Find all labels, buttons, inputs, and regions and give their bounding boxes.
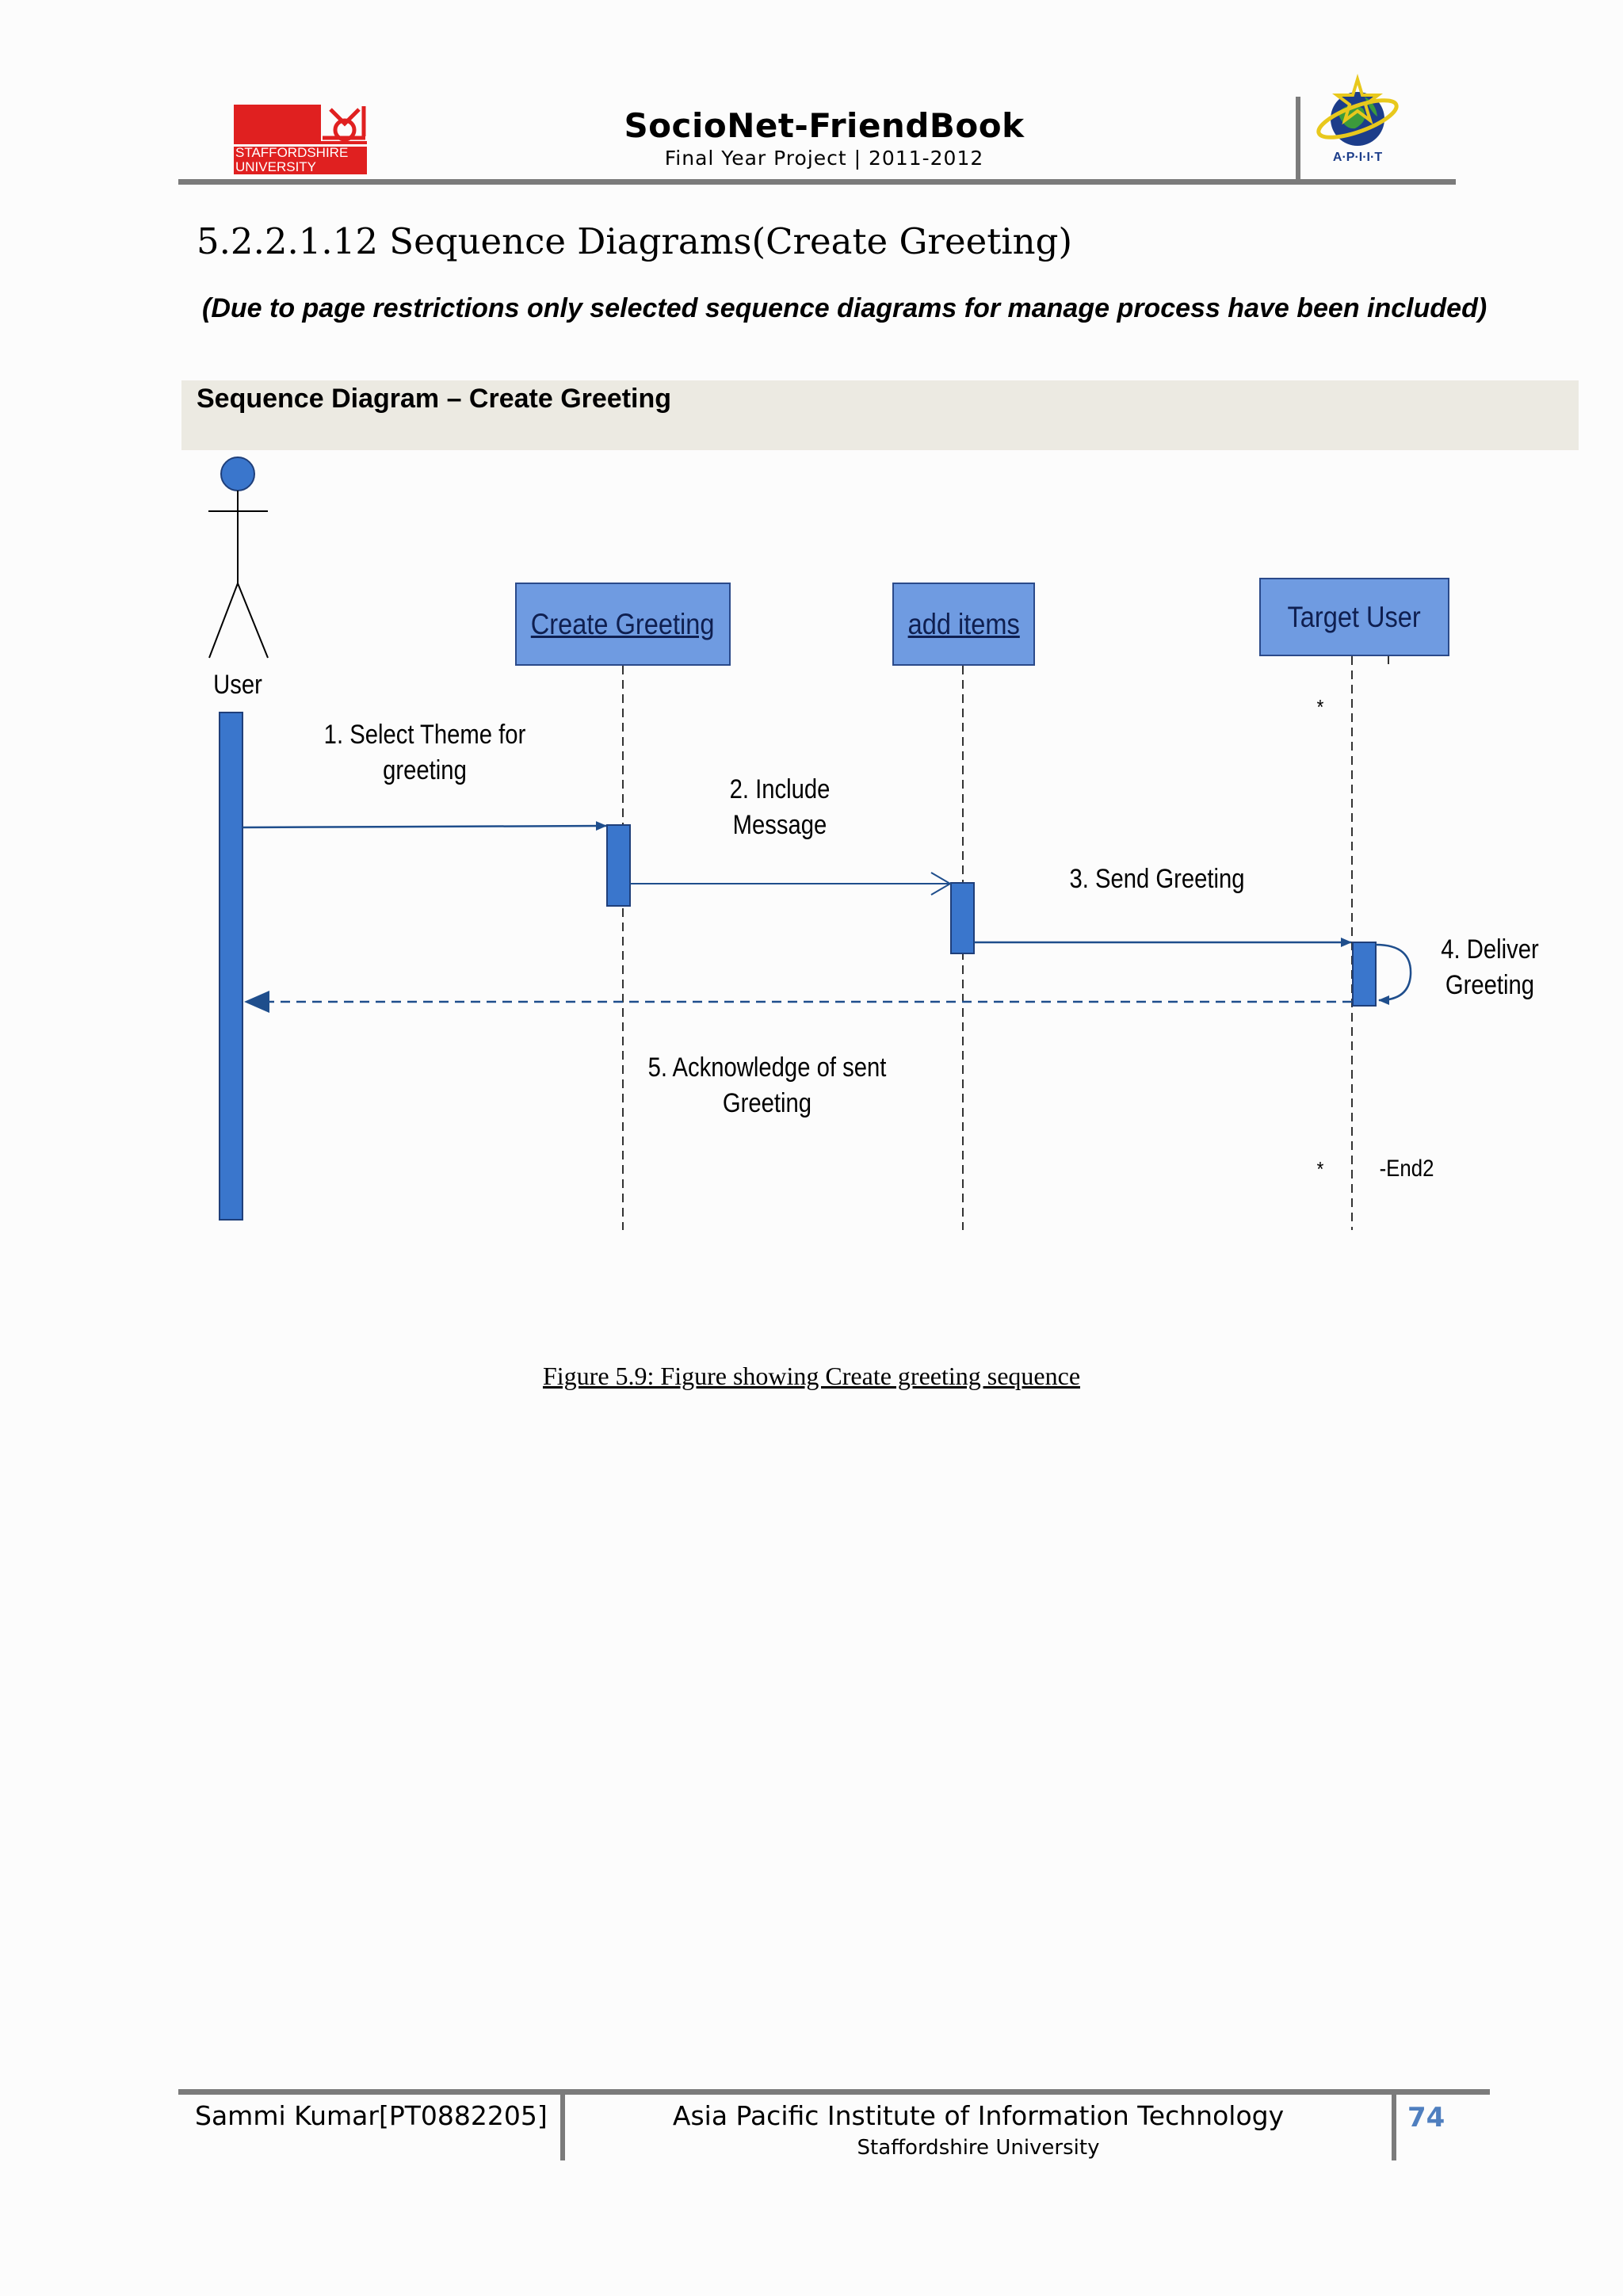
add-items-activation <box>950 882 975 954</box>
apiit-logo: A·P·I·I·T <box>1306 73 1409 176</box>
create-greeting-activation <box>606 824 631 907</box>
lifeline-label: add items <box>907 607 1020 640</box>
footer-divider-left <box>560 2089 565 2160</box>
page-number: 74 <box>1407 2102 1445 2134</box>
add-items-lifeline-box: add items <box>892 583 1035 666</box>
message-3-label: 3. Send Greeting <box>1069 864 1245 894</box>
header-rule <box>178 179 1456 185</box>
staffordshire-logo: STAFFORDSHIRE UNIVERSITY <box>234 105 367 174</box>
end-label: -End2 <box>1379 1156 1434 1182</box>
lifeline-label: Target User <box>1287 600 1422 633</box>
message-1-arrow <box>242 821 607 831</box>
sequence-diagram <box>208 457 1412 1230</box>
message-1-label-line2: greeting <box>383 755 467 785</box>
multiplicity-top: * <box>1316 695 1324 719</box>
target-user-lifeline-box: Target User <box>1259 578 1449 656</box>
message-4-label-line2: Greeting <box>1445 970 1535 1000</box>
header-subtitle: Final Year Project | 2011-2012 <box>664 147 984 170</box>
diagram-title-band <box>181 380 1579 450</box>
target-user-activation <box>1352 942 1377 1007</box>
message-5-arrowhead <box>244 991 269 1013</box>
footer-divider-right <box>1392 2089 1396 2160</box>
message-5-label-line1: 5. Acknowledge of sent <box>647 1052 887 1083</box>
multiplicity-bottom: * <box>1316 1157 1324 1181</box>
user-actor-icon <box>208 457 269 659</box>
message-2-arrowhead <box>930 872 952 896</box>
actor-label: User <box>213 670 262 700</box>
message-4-label-line1: 4. Deliver <box>1441 934 1539 965</box>
diagram-title: Sequence Diagram – Create Greeting <box>197 384 672 414</box>
staffordshire-logo-text: STAFFORDSHIRE UNIVERSITY <box>235 145 349 174</box>
lifeline-label: Create Greeting <box>531 607 715 640</box>
message-4-self-arrow <box>1375 943 1412 1005</box>
footer-author: Sammi Kumar[PT0882205] <box>195 2100 548 2131</box>
footer-rule <box>178 2089 1490 2095</box>
user-activation-bar <box>219 712 243 1221</box>
figure-caption: Figure 5.9: Figure showing Create greeti… <box>542 1362 1081 1390</box>
section-heading: 5.2.2.1.12 Sequence Diagrams(Create Gree… <box>197 220 1073 262</box>
create-greeting-lifeline-box: Create Greeting <box>515 583 731 666</box>
footer-university: Staffordshire University <box>857 2136 1100 2160</box>
header-divider <box>1296 97 1300 182</box>
message-5-label-line2: Greeting <box>722 1088 812 1118</box>
message-1-label-line1: 1. Select Theme for <box>323 720 526 750</box>
message-2-label-line1: 2. Include <box>729 774 831 804</box>
apiit-logo-text: A·P·I·I·T <box>1332 151 1383 164</box>
message-2-label-line2: Message <box>732 810 827 840</box>
restriction-note: (Due to page restrictions only selected … <box>202 293 1487 323</box>
footer-institute: Asia Pacific Institute of Information Te… <box>672 2100 1285 2131</box>
header-title: SocioNet-FriendBook <box>624 106 1025 145</box>
